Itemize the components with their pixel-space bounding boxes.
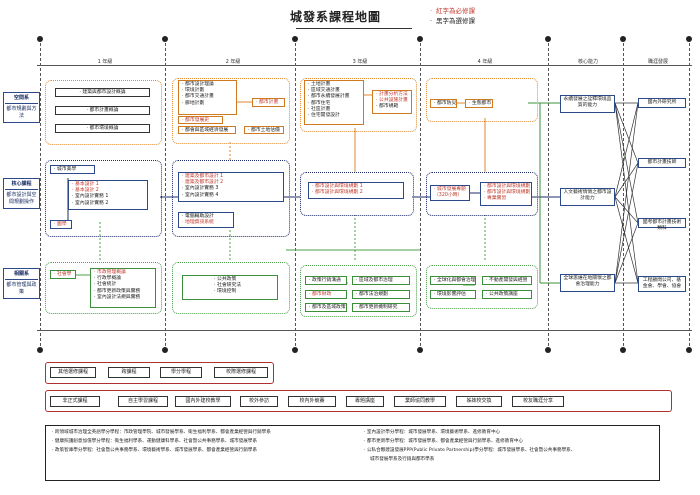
elective-interschool: 校際選修課程 [214,367,268,378]
y3-policy-1: ‧ 政策行銷溝通 [305,276,347,285]
y4-policy-1: ‧ 全球化與都會治理 [430,276,476,285]
y2-policy-group [172,262,290,314]
y2-urban-planning: ‧ 都市計畫 [252,98,285,107]
informal-visit: 校外參訪 [240,396,278,407]
y3-core-list: ‧ 都市設計與環境規劃 1 ‧ 都市設計與環境規劃 2 [308,182,404,199]
y4-core-list: ‧ 都市設計與環境規劃 3 ‧ 都市設計與環境規劃 4 ‧ 專業實習 [480,182,532,206]
y2-course-list: ‧ 都市設計理論 ‧ 環境計劃 ‧ 都市交通計畫 ‧ 廊地計劃 [178,80,237,115]
competence-label: 核心能力 [577,59,598,65]
y4-policy-3: ‧ 環境影響評估 [430,290,476,299]
y2-core-list: ‧ 建築及都市設計 1 ‧ 建築及都市設計 2 ‧ 室內設計實務 3 ‧ 室內設… [178,172,284,202]
y2-urban-history: ‧ 都市發展史 [178,116,223,124]
legend: ‧紅字為必修課 ‧黑字為選修課 [430,6,475,26]
y1-core-aesthetics: ‧ 城市美學 [50,165,95,174]
y3-spatial-group [300,78,417,132]
career-4: 工程顧問公司、基金會、學會、協會 [638,276,686,292]
elective-other: 其他選修課程 [50,367,96,378]
y1-core-group [45,160,162,237]
y2-spatial-group [172,78,290,144]
y3-policy-6: ‧ 都市更新機制研究 [352,303,410,312]
side-box-core: 核心課程都市設計與空間規劃操作 [3,178,40,209]
y4-spatial-group [426,78,538,122]
y1-spatial-group [45,80,162,145]
y3-policy-group [300,265,417,317]
page-title: 城發系課程地圖 [290,10,382,24]
y4-city-topic: ‧ 城市發展專題 （320小時） [430,185,470,201]
informal-label: 非正式課程 [50,396,100,407]
informal-coteaching: 業師協同教學 [394,396,446,407]
program-notes: ‧ 跨領域城市治理全英語學分學程：市政管理學院、城市發展學系、衛生福利學系、都會… [45,425,660,481]
y1-policy-list: ‧ 市政管理概論 ‧ 行政學概論 ‧ 社會統計 ‧ 都市更新政策與實務 ‧ 室內… [90,268,156,308]
elective-row [45,362,274,384]
year-1-label: 1 年級 [97,59,113,65]
informal-intl-teaching: 國內外建校教學 [175,396,231,407]
y1-policy-group [45,262,162,314]
y3-policy-3: ‧ 都市財政 [305,290,347,299]
y2-core-group [172,160,290,237]
y3-method-list: ‧ 計畫分析方法 ‧ 公共設施計畫 ‧ 都市規範 [372,90,412,114]
y3-core-group [300,172,414,216]
informal-competition: 校內外競賽 [288,396,336,407]
informal-row [45,390,672,412]
year-2-label: 2 年級 [225,59,241,65]
competence-3: 全球思維在地關懷之都會治理能力 [560,274,615,292]
title-underline [296,28,412,29]
y4-policy-4: ‧ 公共政策講座 [482,290,532,299]
notes-left: ‧ 跨領域城市治理全英語學分學程：市政管理學院、城市發展學系、衛生福利學系、都會… [52,430,271,453]
y4-eco-city: ‧ 生態都市 [465,99,493,108]
y1-course-2: ‧ 都市計畫概論 [55,106,150,115]
y4-policy-group [426,265,538,309]
year-4-label: 4 年級 [477,59,493,65]
y1-core-drawing: ‧ 圖學 [50,220,72,229]
elective-program: 學分學程 [160,367,202,378]
legend-elective: ‧黑字為選修課 [430,17,475,25]
y4-core-group [426,172,538,216]
y1-sociology: ‧ 社會學 [50,270,76,279]
career-1: 國內外研究所 [638,98,686,108]
y2-land-valuation: ‧ 都市土地估價 [244,126,284,134]
y2-regional-economy: ‧ 都會與區域經濟發展 [178,126,236,134]
year-3-label: 3 年級 [352,59,368,65]
y2-core-tools: ‧ 電腦輔助設計 ‧ 地理資訊系統 [178,212,234,228]
legend-required: ‧紅字為必修課 [430,7,475,15]
footer-rule [37,330,692,331]
informal-self-learning: 自主學習課程 [118,396,168,407]
y4-disaster: ‧ 都市防災 [430,99,457,108]
elective-cross: 跨課程 [108,367,150,378]
notes-right: ‧ 室內設計學分學程：城市發展學系、環境藝術學系、進修教育中心 ‧ 都市更新學分… [364,430,576,462]
informal-lecture: 專題講座 [346,396,384,407]
career-3: 國考都市計畫技術類科 [638,218,686,231]
y1-core-list: ‧ 基本設計 1 ‧ 基本設計 2 ‧ 室內設計實務 1 ‧ 室內設計實務 2 [68,180,148,210]
y3-course-list: ‧ 土地計畫 ‧ 區域交通計畫 ‧ 都市永續發展計畫 ‧ 都市住宅 ‧ 社區計畫… [304,80,364,125]
side-box-related: 相關系都市管理與政策 [3,268,40,299]
informal-alumni: 校友職涯分享 [512,396,564,407]
y3-policy-4: ‧ 都市法治規劃 [352,290,410,299]
y1-course-3: ‧ 都市環境概論 [55,124,150,133]
career-2: 都市計畫技師 [638,158,686,168]
side-box-spatial: 空間系都市規劃與方法 [3,92,40,123]
header-rule [37,65,692,66]
y4-policy-2: ‧ 不動產開發與經營 [482,276,532,285]
competence-1: 永續發展之詮釋環境品質的能力 [560,95,615,113]
competence-2: 人文藝術情懷之都市設計能力 [560,188,615,206]
y3-policy-5: ‧ 都市及區域政策 [305,303,347,312]
y3-policy-2: ‧ 區域及都市治理 [352,276,410,285]
career-label: 職涯發展 [647,59,668,65]
y2-policy-list: ‧ 公共政策 ‧ 社會研究法 ‧ 環境控制 [182,275,278,300]
informal-exchange: 姊妹校交換 [456,396,502,407]
y1-course-1: ‧ 建築與都市設計概論 [55,88,150,97]
